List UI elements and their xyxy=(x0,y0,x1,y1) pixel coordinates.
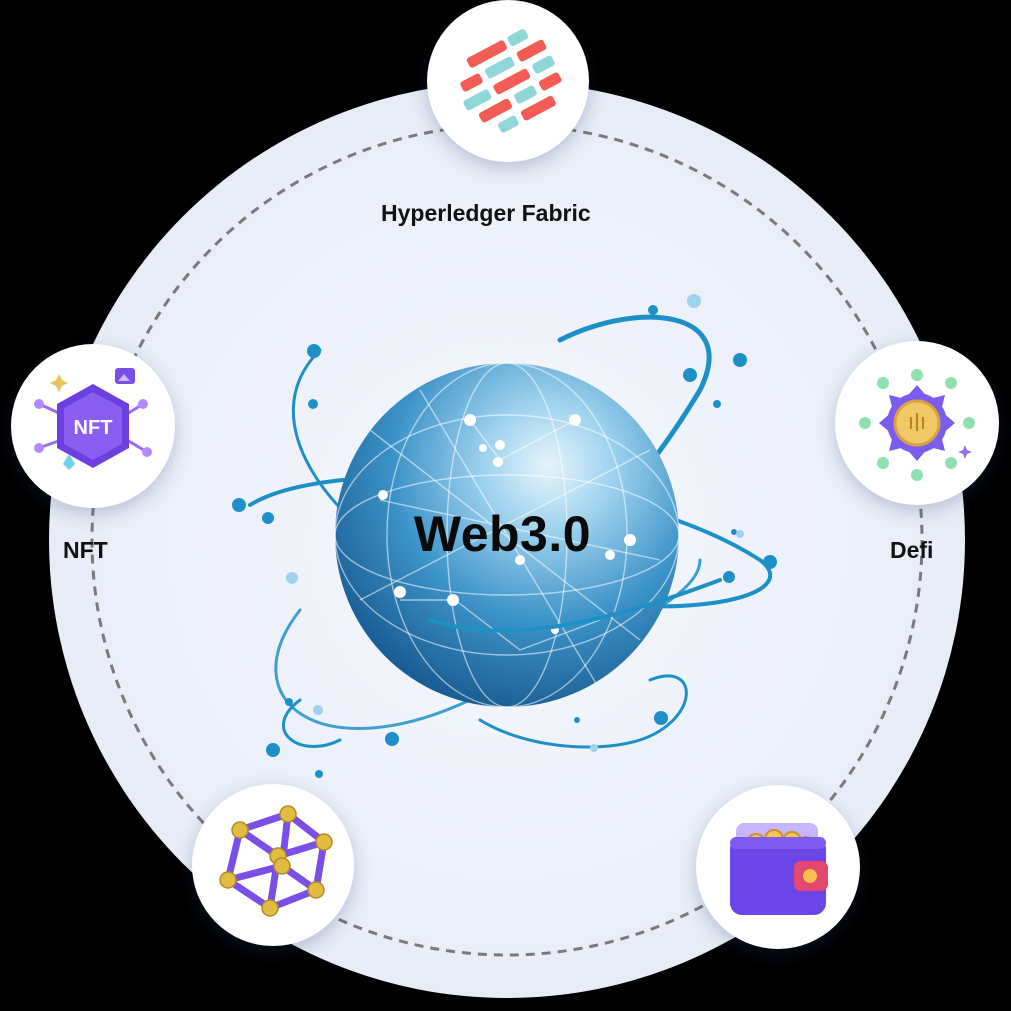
globe-nodes xyxy=(378,414,636,634)
floating-dots xyxy=(232,305,777,778)
defi-label: Defi xyxy=(890,537,934,563)
blockchain-node[interactable] xyxy=(192,784,354,946)
wallet-node[interactable] xyxy=(696,785,860,949)
wallet-icon xyxy=(730,823,828,915)
blockchain-cube-icon xyxy=(219,805,333,917)
defi-node[interactable] xyxy=(835,341,999,505)
hyperledger-fabric-node[interactable] xyxy=(427,0,589,162)
nft-label: NFT xyxy=(63,537,108,563)
nft-badge-text: NFT xyxy=(74,417,113,439)
nft-hexagon-icon: NFT xyxy=(34,368,152,470)
center-title: Web3.0 xyxy=(413,506,592,562)
hyperledger-fabric-icon xyxy=(460,29,562,133)
nft-node[interactable]: NFT xyxy=(11,344,175,508)
defi-network-icon xyxy=(859,369,975,481)
hyperledger-fabric-label: Hyperledger Fabric xyxy=(381,200,591,226)
